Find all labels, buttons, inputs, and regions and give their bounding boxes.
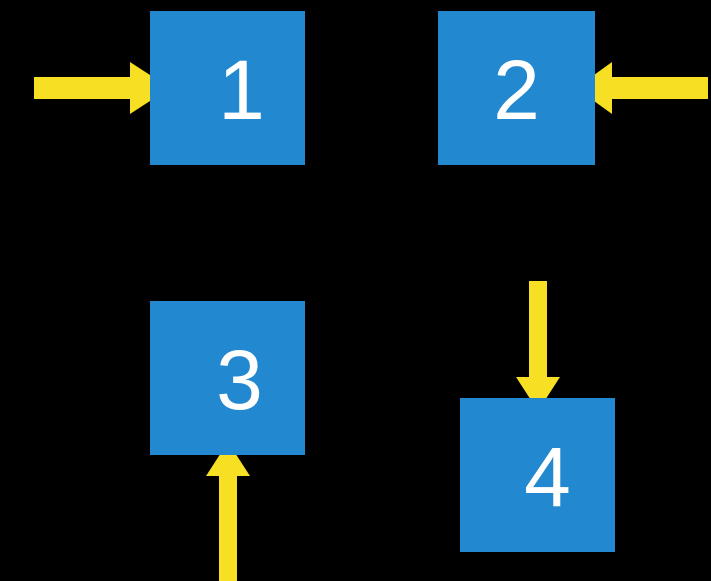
block-label-2: 2	[493, 43, 540, 137]
block-node-3[interactable]: 3	[150, 301, 305, 455]
block-label-4: 4	[524, 430, 571, 524]
block-node-4[interactable]: 4	[460, 398, 615, 552]
block-node-2[interactable]: 2	[438, 11, 595, 165]
block-node-1[interactable]: 1	[150, 11, 305, 165]
block-label-1: 1	[218, 43, 265, 137]
arrow-down-icon	[516, 281, 560, 411]
block-label-3: 3	[216, 333, 263, 427]
arrow-right-icon	[34, 62, 170, 114]
arrow-up-icon	[206, 442, 250, 581]
arrow-left-icon	[576, 62, 708, 114]
